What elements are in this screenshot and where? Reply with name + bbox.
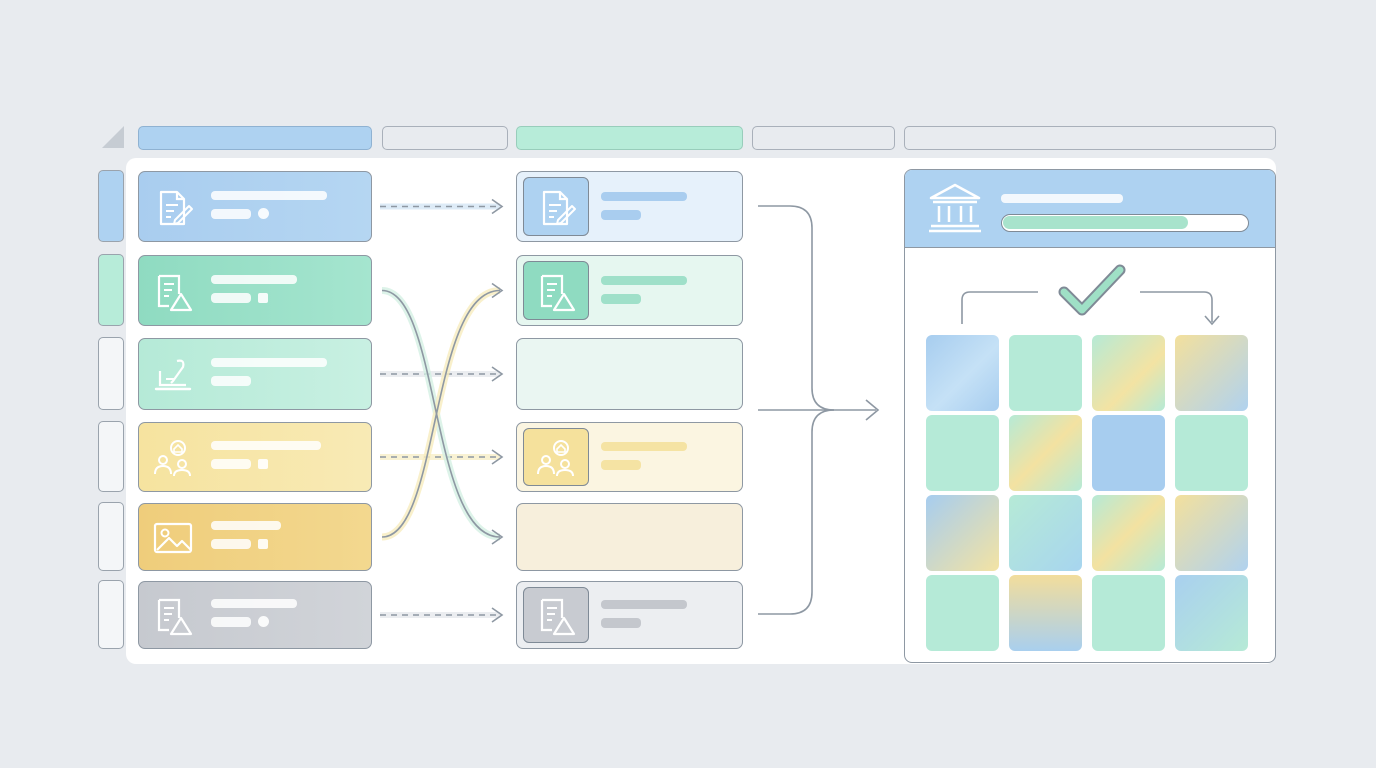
target-panel[interactable] (904, 169, 1276, 663)
progress-fill (1003, 216, 1188, 229)
people-home-icon (151, 436, 195, 480)
row-status-square (258, 292, 268, 303)
row-subtitle-bar (211, 208, 251, 219)
source-row-1[interactable] (138, 171, 372, 242)
row-subtitle-bar (211, 459, 251, 469)
grid-cell-1-1[interactable] (926, 335, 999, 411)
column-header-2[interactable] (382, 126, 508, 150)
row-subtitle-bar (211, 292, 251, 303)
mapped-title-bar (601, 191, 687, 201)
mapped-row-1[interactable] (516, 171, 743, 242)
source-row-3[interactable] (138, 338, 372, 410)
merge-arrow-head (865, 399, 880, 421)
arrow-head (491, 282, 504, 299)
row-title-bar (211, 521, 281, 530)
grid-cell-2-4[interactable] (1175, 415, 1248, 491)
mapped-subtitle-bar (601, 209, 641, 220)
row-status-square (258, 539, 268, 549)
arrow-head (491, 366, 504, 382)
grid-cell-2-1[interactable] (926, 415, 999, 491)
connector-glow (381, 287, 501, 541)
mapped-row-4[interactable] (516, 422, 743, 492)
mapped-title-bar (601, 275, 687, 285)
grid-cell-4-3[interactable] (1092, 575, 1165, 651)
mapped-icon-tile (523, 261, 589, 320)
row-subtitle-bar (211, 376, 251, 386)
lane-marker-2 (98, 254, 124, 326)
merge-line-bottom (758, 409, 835, 615)
arrow-head (491, 449, 504, 465)
bank-icon (925, 180, 985, 236)
document-shapes-icon (151, 594, 195, 638)
mapped-row-5[interactable] (516, 503, 743, 571)
lane-marker-3 (98, 337, 124, 410)
document-edit-icon (534, 186, 578, 230)
connector-curve-5-to-2 (381, 289, 501, 538)
grid-cell-2-3[interactable] (1092, 415, 1165, 491)
laptop-quill-icon (151, 353, 195, 397)
lane-marker-1 (98, 170, 124, 242)
grid-cell-1-4[interactable] (1175, 335, 1248, 411)
lane-marker-5 (98, 502, 124, 571)
connector-glow (381, 287, 501, 541)
row-title-bar (211, 599, 297, 608)
arrow-head (491, 607, 504, 623)
grid-cell-4-2[interactable] (1009, 575, 1082, 651)
people-home-icon (534, 436, 578, 480)
document-edit-icon (151, 186, 195, 230)
row-status-square (258, 459, 268, 469)
row-title-bar (211, 358, 327, 367)
column-header-1[interactable] (138, 126, 372, 150)
row-subtitle-bar (211, 617, 251, 627)
grid-cell-3-4[interactable] (1175, 495, 1248, 571)
grid-cell-3-3[interactable] (1092, 495, 1165, 571)
lane-marker-6 (98, 580, 124, 649)
arrow-head (491, 529, 504, 545)
image-icon (151, 516, 195, 560)
source-row-2[interactable] (138, 255, 372, 326)
mapped-title-bar (601, 442, 687, 451)
document-shapes-icon (151, 270, 195, 314)
mapped-subtitle-bar (601, 460, 641, 470)
document-shapes-icon (534, 270, 578, 314)
mapped-subtitle-bar (601, 293, 641, 304)
mapped-icon-tile (523, 587, 589, 643)
merge-line-top (758, 205, 835, 411)
grid-cell-1-3[interactable] (1092, 335, 1165, 411)
mapped-row-2[interactable] (516, 255, 743, 326)
mapped-icon-tile (523, 428, 589, 486)
lane-marker-4 (98, 421, 124, 492)
grid-cell-1-2[interactable] (1009, 335, 1082, 411)
mapped-row-6[interactable] (516, 581, 743, 649)
row-status-dot (258, 616, 269, 627)
row-subtitle-bar (211, 539, 251, 549)
row-title-bar (211, 274, 297, 284)
connector-curve-2-to-5 (381, 289, 501, 538)
mapped-title-bar (601, 600, 687, 609)
grid-cell-3-2[interactable] (1009, 495, 1082, 571)
grid-cell-4-4[interactable] (1175, 575, 1248, 651)
row-status-dot (258, 207, 269, 219)
source-row-4[interactable] (138, 422, 372, 492)
column-header-4[interactable] (752, 126, 895, 150)
mapped-row-3[interactable] (516, 338, 743, 410)
document-shapes-icon (534, 594, 578, 638)
source-row-6[interactable] (138, 581, 372, 649)
column-header-3[interactable] (516, 126, 743, 150)
target-title-bar (1001, 194, 1123, 203)
mapped-icon-tile (523, 177, 589, 236)
grid-cell-4-1[interactable] (926, 575, 999, 651)
target-header (905, 170, 1275, 248)
column-header-5[interactable] (904, 126, 1276, 150)
row-title-bar (211, 190, 327, 200)
source-row-5[interactable] (138, 503, 372, 571)
grid-cell-3-1[interactable] (926, 495, 999, 571)
arrow-head (491, 198, 504, 215)
mapped-subtitle-bar (601, 618, 641, 628)
grid-cell-2-2[interactable] (1009, 415, 1082, 491)
progress-track (1001, 214, 1249, 232)
row-title-bar (211, 441, 321, 450)
